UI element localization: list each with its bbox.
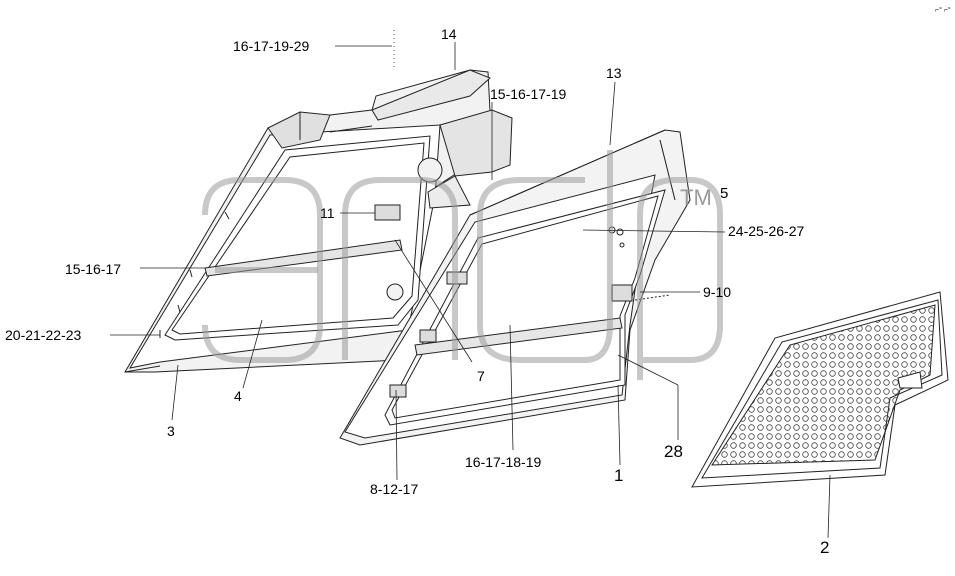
corner-mark: ⌐° ⌐° [935,6,951,14]
watermark-logo: TM [202,150,723,380]
callout-1: 1 [614,466,623,485]
callout-11: 11 [320,205,335,221]
callout-5: 5 [720,185,728,202]
callout-20-21-22-23: 20-21-22-23 [5,327,81,343]
callout-3: 3 [167,423,175,439]
callout-4: 4 [234,388,242,404]
callout-2: 2 [820,538,829,557]
callout-13: 13 [606,65,622,81]
callout-24-25-26-27: 24-25-26-27 [728,223,804,239]
mesh-grille-panel [691,291,949,488]
callout-16-17-19-29: 16-17-19-29 [233,38,309,54]
callout-7: 7 [477,368,485,384]
callout-28: 28 [664,442,683,461]
callout-14: 14 [441,26,457,42]
middle-door-panel [339,129,691,446]
callout-9-10: 9-10 [703,284,731,300]
leader-lines [110,30,831,539]
callout-8-12-17: 8-12-17 [370,481,418,497]
callout-15-16-17: 15-16-17 [65,261,121,277]
left-side-panel [124,69,513,373]
watermark-tm: TM [680,185,712,210]
callout-15-16-17-19: 15-16-17-19 [490,86,566,102]
callout-16-17-18-19: 16-17-18-19 [465,454,541,470]
